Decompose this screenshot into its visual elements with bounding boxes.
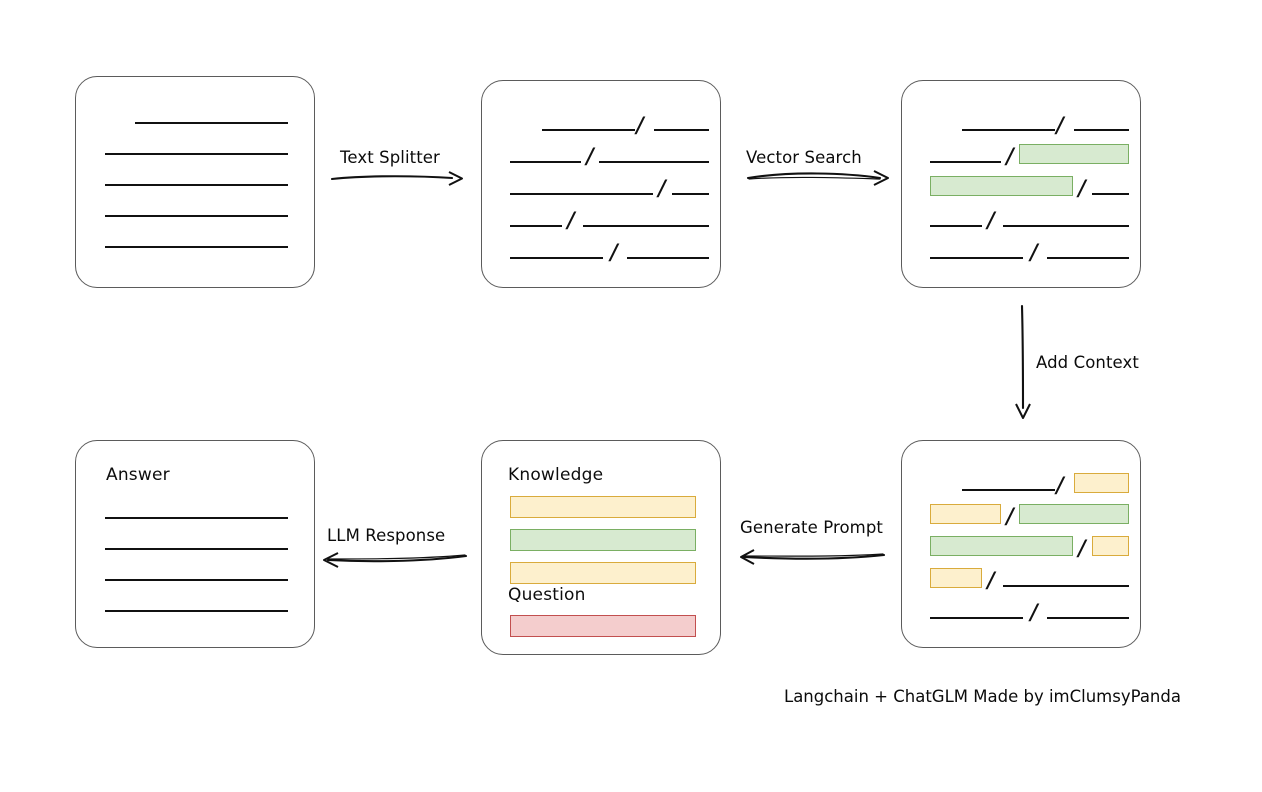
- context-chunk-chip: [1092, 536, 1129, 556]
- arrow-generate-prompt: [740, 549, 886, 565]
- chunk-line: [930, 257, 1023, 259]
- chunk-line: [962, 489, 1055, 491]
- chunk-line: [542, 129, 635, 131]
- knowledge-chip: [510, 529, 696, 551]
- chunk-line: [510, 225, 562, 227]
- document-line: [135, 122, 288, 124]
- source-document-node[interactable]: [75, 76, 315, 288]
- matched-chunk-chip: [1019, 144, 1129, 164]
- edge-label-generate-prompt: Generate Prompt: [740, 518, 883, 537]
- chunk-line: [930, 617, 1023, 619]
- chunk-line: [510, 257, 603, 259]
- chunk-line: [1092, 193, 1129, 195]
- answer-node[interactable]: Answer: [75, 440, 315, 648]
- document-line: [105, 184, 288, 186]
- chunk-separator: /: [658, 175, 666, 200]
- matched-chunk-chip: [930, 176, 1073, 196]
- document-line: [105, 215, 288, 217]
- arrow-llm-response: [323, 552, 468, 568]
- edge-label-text-splitter: Text Splitter: [340, 148, 440, 167]
- chunk-line: [1003, 225, 1129, 227]
- matched-chunk-chip: [930, 536, 1073, 556]
- chunk-line: [627, 257, 709, 259]
- chunk-separator: /: [1030, 239, 1038, 264]
- arrow-text-splitter: [330, 171, 463, 186]
- chunk-line: [1047, 257, 1129, 259]
- context-chunk-chip: [930, 504, 1001, 524]
- arrow-vector-search: [746, 170, 889, 186]
- chunk-line: [510, 161, 581, 163]
- chunk-separator: /: [610, 239, 618, 264]
- split-document-node[interactable]: / / / / /: [481, 80, 721, 288]
- chunk-separator: /: [987, 207, 995, 232]
- chunk-line: [654, 129, 709, 131]
- chunk-separator: /: [987, 567, 995, 592]
- chunk-line: [1047, 617, 1129, 619]
- chunk-separator: /: [1006, 503, 1014, 528]
- knowledge-chip: [510, 562, 696, 584]
- chunk-line: [930, 161, 1001, 163]
- question-chip: [510, 615, 696, 637]
- chunk-separator: /: [1056, 112, 1064, 137]
- edge-label-add-context: Add Context: [1036, 353, 1139, 372]
- question-label: Question: [508, 585, 586, 605]
- answer-line: [105, 517, 288, 519]
- chunk-line: [583, 225, 709, 227]
- answer-label: Answer: [106, 465, 170, 485]
- vector-search-results-node[interactable]: / / / / /: [901, 80, 1141, 288]
- chunk-line: [962, 129, 1055, 131]
- chunk-separator: /: [567, 207, 575, 232]
- chunk-line: [1074, 129, 1129, 131]
- chunk-line: [510, 193, 653, 195]
- document-line: [105, 246, 288, 248]
- edge-label-llm-response: LLM Response: [327, 526, 446, 545]
- context-chunk-chip: [1074, 473, 1129, 493]
- chunk-separator: /: [1078, 175, 1086, 200]
- context-chunk-chip: [930, 568, 982, 588]
- chunk-line: [930, 225, 982, 227]
- knowledge-label: Knowledge: [508, 465, 604, 485]
- chunk-separator: /: [1056, 472, 1064, 497]
- matched-chunk-chip: [1019, 504, 1129, 524]
- footer-credit: Langchain + ChatGLM Made by imClumsyPand…: [784, 687, 1181, 706]
- chunk-separator: /: [1078, 535, 1086, 560]
- chunk-separator: /: [1030, 599, 1038, 624]
- document-line: [105, 153, 288, 155]
- chunk-line: [672, 193, 709, 195]
- chunk-separator: /: [586, 143, 594, 168]
- context-document-node[interactable]: / / / / /: [901, 440, 1141, 648]
- prompt-node[interactable]: Knowledge Question: [481, 440, 721, 655]
- arrow-add-context: [1015, 304, 1031, 419]
- answer-line: [105, 548, 288, 550]
- chunk-separator: /: [636, 112, 644, 137]
- answer-line: [105, 610, 288, 612]
- chunk-line: [1003, 585, 1129, 587]
- chunk-line: [599, 161, 709, 163]
- chunk-separator: /: [1006, 143, 1014, 168]
- edge-label-vector-search: Vector Search: [746, 148, 862, 167]
- knowledge-chip: [510, 496, 696, 518]
- answer-line: [105, 579, 288, 581]
